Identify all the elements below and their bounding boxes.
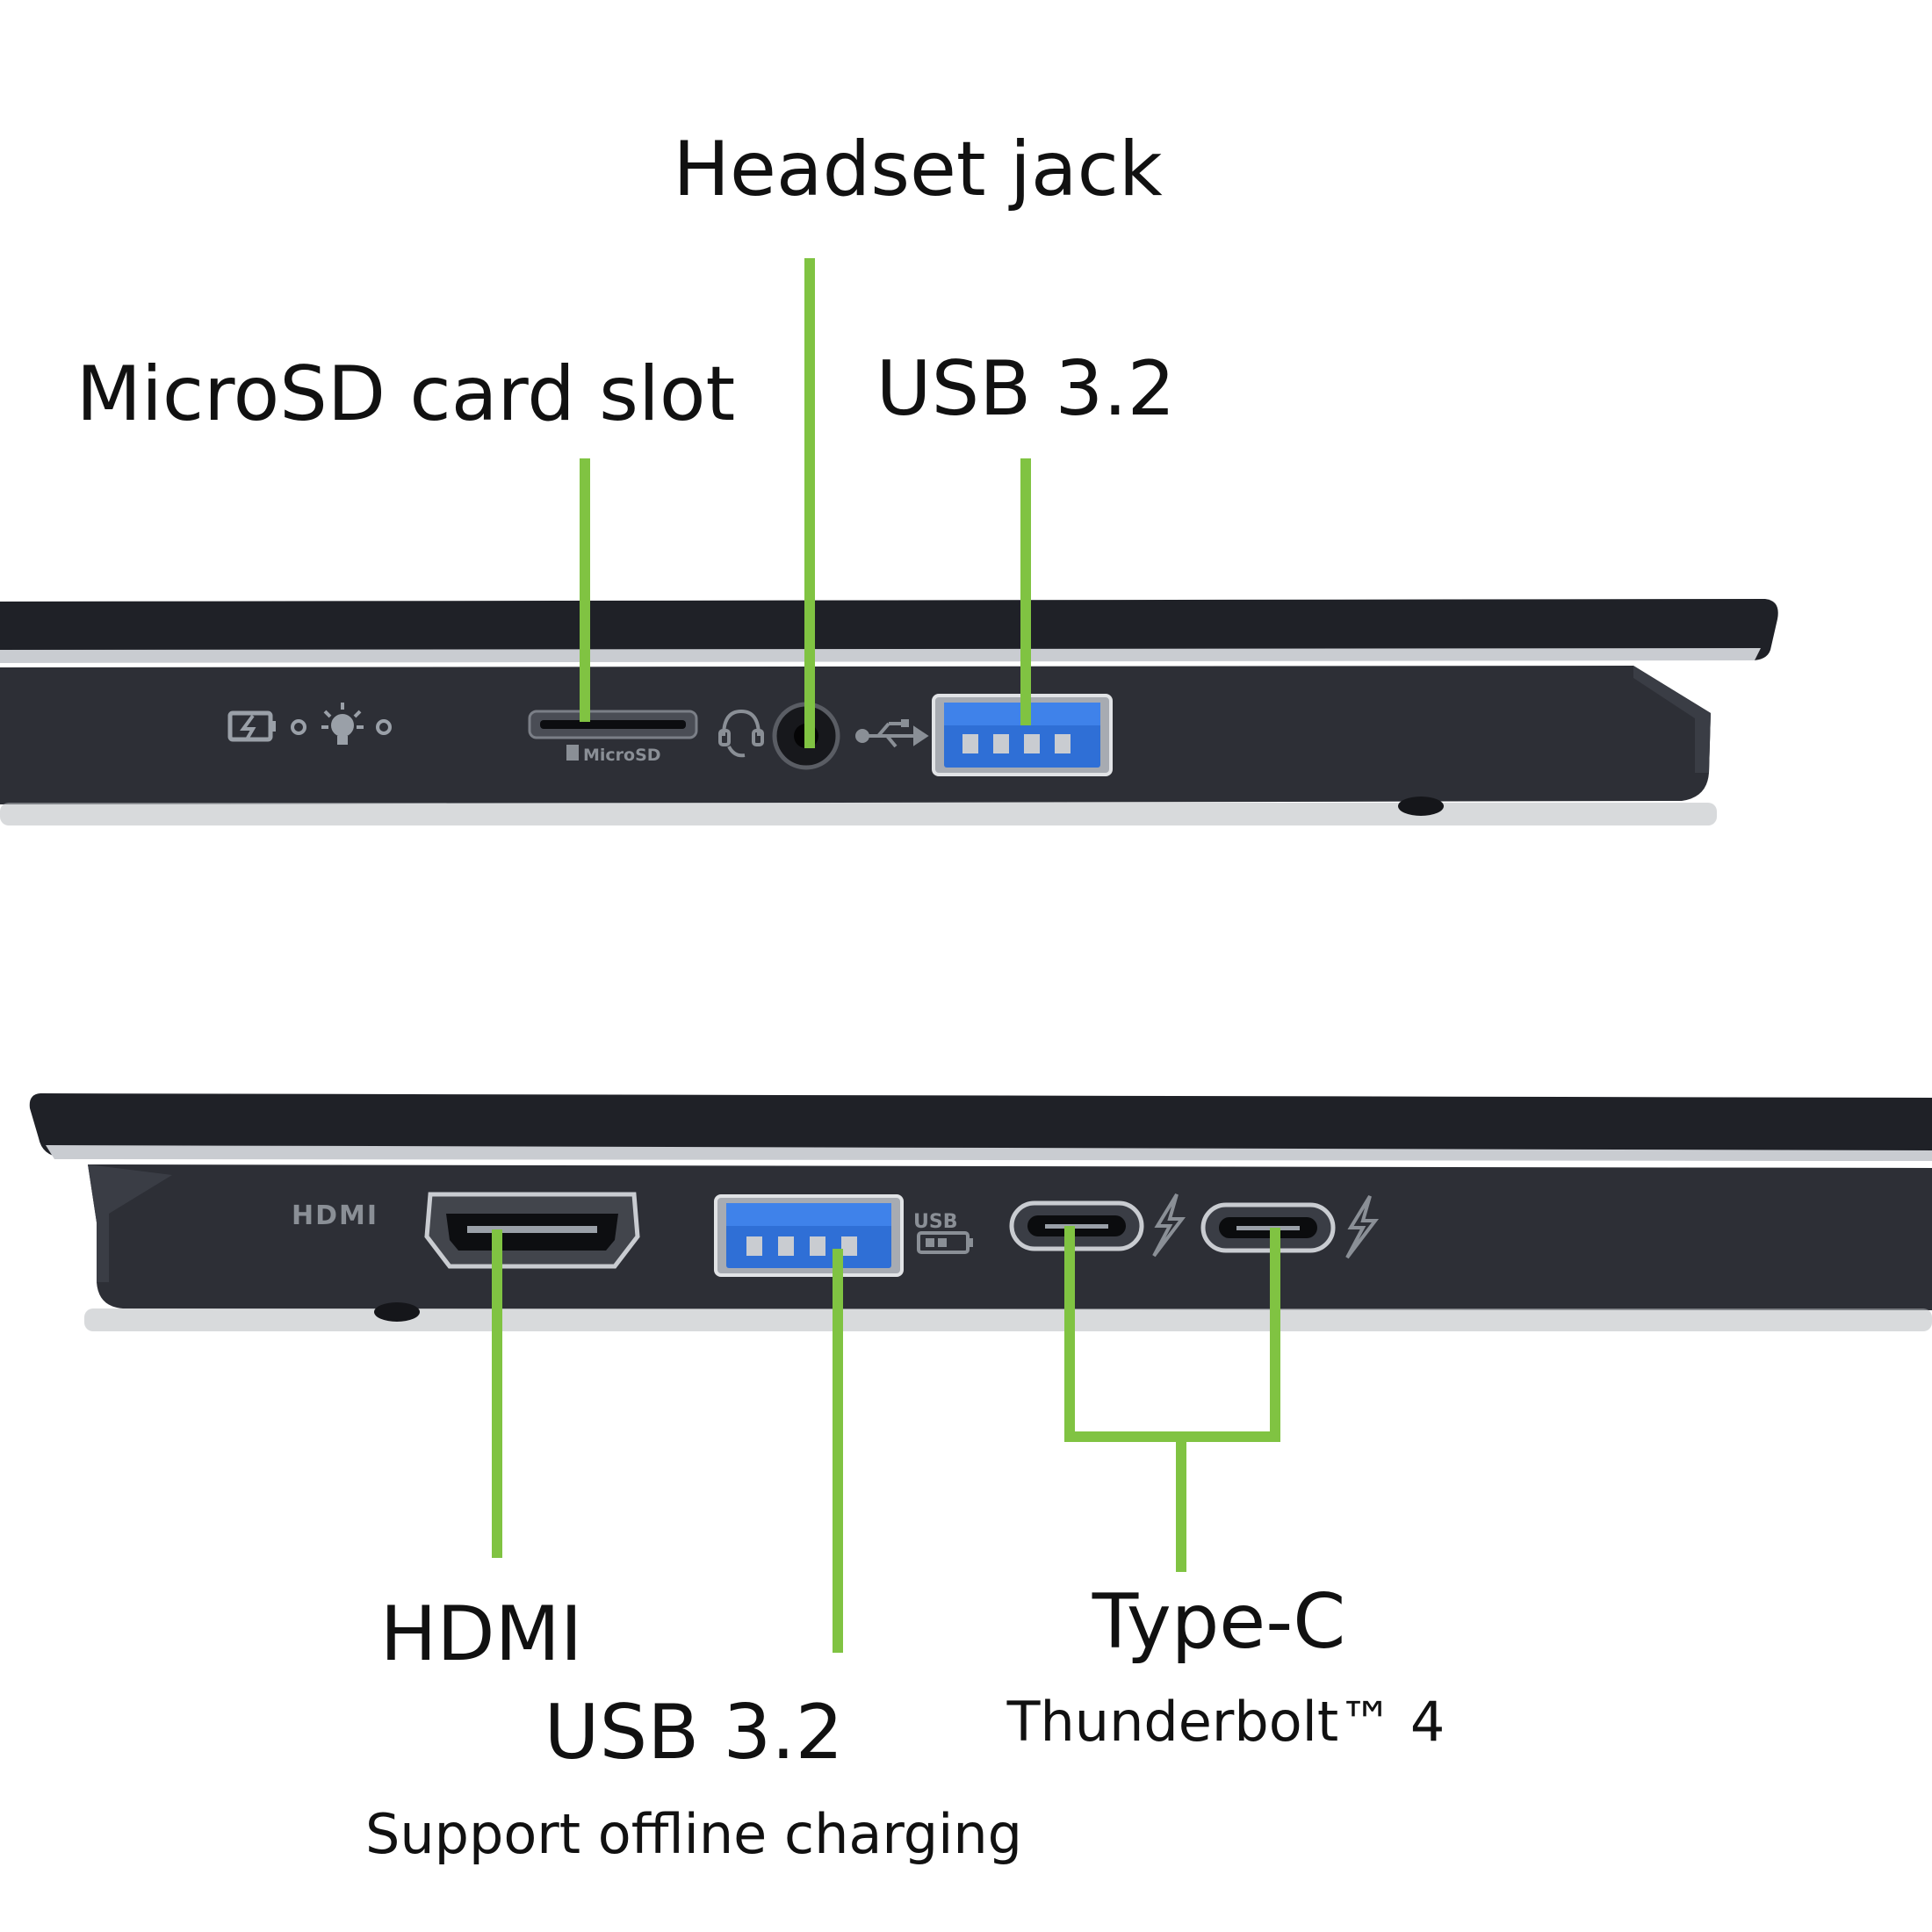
hdmi-imprint: HDMI <box>292 1200 378 1231</box>
microsd-card-icon <box>566 745 579 761</box>
label-headset-jack: Headset jack <box>673 126 1163 213</box>
label-usb-top: USB 3.2 <box>876 345 1176 433</box>
bottom-laptop-lid <box>29 1093 1932 1161</box>
bottom-laptop-rim <box>46 1145 1932 1161</box>
microsd-imprint: MicroSD <box>583 746 661 765</box>
callout-lines-bottom <box>492 1226 1280 1653</box>
laptop-left-side: MicroSD <box>0 599 1778 825</box>
top-laptop-base <box>0 666 1711 804</box>
label-typec-note: Thunderbolt™ 4 <box>1006 1690 1445 1754</box>
bottom-laptop-base-edge <box>88 1164 172 1282</box>
callout-bracket-typec <box>1064 1226 1280 1572</box>
callout-lines-top <box>580 258 1031 748</box>
usb-charge-imprint: USB <box>913 1211 957 1233</box>
battery-led <box>291 719 306 735</box>
top-laptop-shadow <box>0 803 1717 825</box>
bottom-laptop-base <box>88 1164 1932 1310</box>
type-c-port-2 <box>1200 1202 1336 1253</box>
usb-symbol-icon <box>855 719 929 748</box>
thunderbolt-icon-2 <box>1345 1194 1380 1259</box>
usb-a-port-bottom <box>714 1194 904 1277</box>
label-hdmi: HDMI <box>380 1590 582 1678</box>
top-laptop-foot <box>1398 797 1444 816</box>
laptop-right-side: HDMI USB <box>29 1093 1932 1331</box>
label-typec: Type-C <box>1092 1578 1346 1666</box>
hdmi-port <box>424 1192 640 1269</box>
headset-icon <box>718 709 764 758</box>
power-light-icon <box>321 703 364 745</box>
bottom-laptop-shadow <box>84 1308 1932 1331</box>
bottom-laptop-foot <box>374 1302 420 1322</box>
top-laptop-base-edge <box>1633 666 1711 773</box>
power-led <box>376 719 392 735</box>
label-microsd-slot: MicroSD card slot <box>76 350 735 438</box>
battery-charging-icon <box>227 710 276 742</box>
label-usb-bottom-note: Support offline charging <box>365 1802 1022 1866</box>
top-laptop-rim <box>0 648 1761 663</box>
label-usb-bottom: USB 3.2 <box>544 1689 844 1777</box>
thunderbolt-icon-1 <box>1152 1193 1186 1258</box>
usb-charge-icon: USB <box>913 1211 973 1254</box>
microsd-slot: MicroSD <box>528 710 698 765</box>
usb-a-port-top <box>932 694 1113 776</box>
type-c-port-1 <box>1009 1200 1144 1251</box>
top-laptop-lid <box>0 599 1778 660</box>
